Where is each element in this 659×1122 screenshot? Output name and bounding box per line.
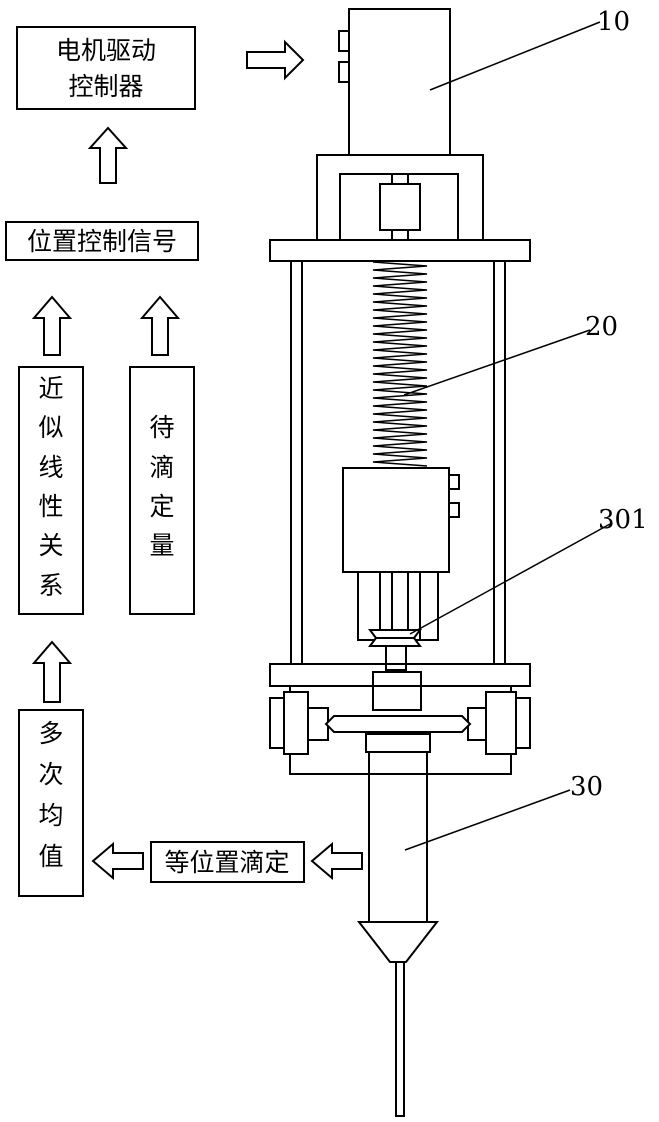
leader-line-301: [410, 524, 610, 634]
leader-line-30: [405, 790, 570, 850]
multi-average-char-2: 次: [38, 760, 63, 789]
syringe-barrel: [359, 752, 437, 962]
guide-rods: [291, 261, 505, 664]
multi-average-char-3: 均: [38, 801, 63, 830]
position-signal-label: 位置控制信号: [27, 227, 177, 256]
titration-amount-char-2: 滴: [149, 453, 174, 482]
linear-relation-char-1: 近: [38, 374, 63, 403]
linear-relation-char-4: 性: [38, 492, 63, 521]
slider-block: [343, 468, 459, 572]
motor: [339, 9, 450, 155]
coupling-housing: [317, 155, 483, 240]
arrow-controller-to-motor: [247, 42, 303, 78]
equal-position-label: 等位置滴定: [164, 848, 289, 877]
linear-relation-box: 近 似 线 性 关 系: [19, 367, 83, 614]
arrow-signal-to-controller: [90, 128, 126, 183]
titration-amount-box: 待 滴 定 量: [130, 367, 194, 614]
clamp-fixture: [270, 672, 530, 774]
arrow-syringe-to-equal-position: [312, 844, 362, 878]
motor-driver-label-line2: 控制器: [68, 72, 143, 101]
multi-average-char-4: 值: [38, 842, 63, 871]
multi-average-box: 多 次 均 值: [19, 710, 83, 896]
titration-amount-char-1: 待: [149, 413, 174, 442]
upper-plate: [270, 240, 530, 261]
leader-line-20: [404, 330, 590, 395]
linear-relation-char-2: 似: [38, 413, 63, 442]
titration-amount-char-3: 定: [149, 492, 174, 521]
label-spring-20: 20: [585, 312, 618, 342]
position-control-signal-box: 位置控制信号: [6, 222, 198, 260]
linear-relation-char-3: 线: [38, 453, 63, 482]
linear-relation-char-5: 关: [38, 531, 63, 560]
leader-line-10: [430, 22, 600, 90]
equal-position-titration-box: 等位置滴定: [151, 842, 304, 882]
arrow-amount-to-signal: [142, 297, 178, 355]
arrow-average-to-linear: [34, 642, 70, 702]
arrow-linear-to-signal: [34, 297, 70, 355]
motor-driver-controller-box: 电机驱动 控制器: [17, 27, 195, 109]
label-plunger-tip-301: 301: [598, 505, 648, 535]
label-syringe-30: 30: [570, 772, 603, 802]
spring: [373, 262, 427, 466]
syringe-needle: [396, 962, 404, 1116]
lower-plate: [270, 664, 530, 686]
plunger-rod: [386, 646, 406, 670]
label-motor-10: 10: [597, 7, 630, 37]
motor-driver-label-line1: 电机驱动: [56, 36, 156, 65]
arrow-equal-position-to-average: [93, 844, 143, 878]
multi-average-char-1: 多: [38, 719, 63, 748]
titration-amount-char-4: 量: [149, 531, 174, 560]
linear-relation-char-6: 系: [38, 571, 63, 600]
